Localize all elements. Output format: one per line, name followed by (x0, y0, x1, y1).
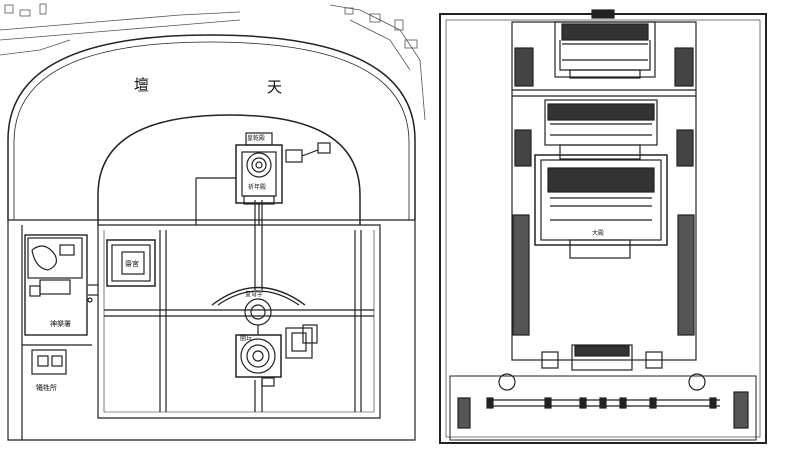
label-shenyue: 神樂署 (50, 319, 71, 328)
huangqiongyu (211, 286, 306, 335)
label-tian: 天 (267, 78, 282, 96)
zhaigong (106, 239, 156, 287)
main-hall-lower (534, 154, 668, 259)
fence-markers (486, 397, 717, 409)
inner-wall (97, 114, 361, 225)
main-hall-upper (544, 99, 658, 160)
shenyue-complex (21, 225, 98, 440)
qinian-complex (195, 132, 331, 225)
xisheng-complex (31, 349, 67, 375)
label-huangqiongyu: 皇穹宇 (245, 290, 263, 298)
label-huangqian: 皇乾殿 (247, 134, 265, 142)
label-qinian: 祈年殿 (248, 183, 266, 191)
outer-wall (7, 34, 416, 220)
south-gate (541, 344, 663, 371)
top-gate (554, 9, 656, 79)
label-huanqiu: 圜丘 (240, 335, 252, 342)
label-xisheng: 犧牲所 (36, 383, 57, 392)
label-tan: 壇 (134, 76, 149, 94)
label-zhaigong: 齋宮 (125, 259, 139, 268)
surrounding-map (0, 3, 426, 121)
right-plan (439, 9, 767, 444)
label-hall: 大殿 (592, 229, 604, 237)
left-plan (0, 3, 426, 441)
south-wall (7, 220, 416, 441)
huanqiu (235, 324, 318, 387)
